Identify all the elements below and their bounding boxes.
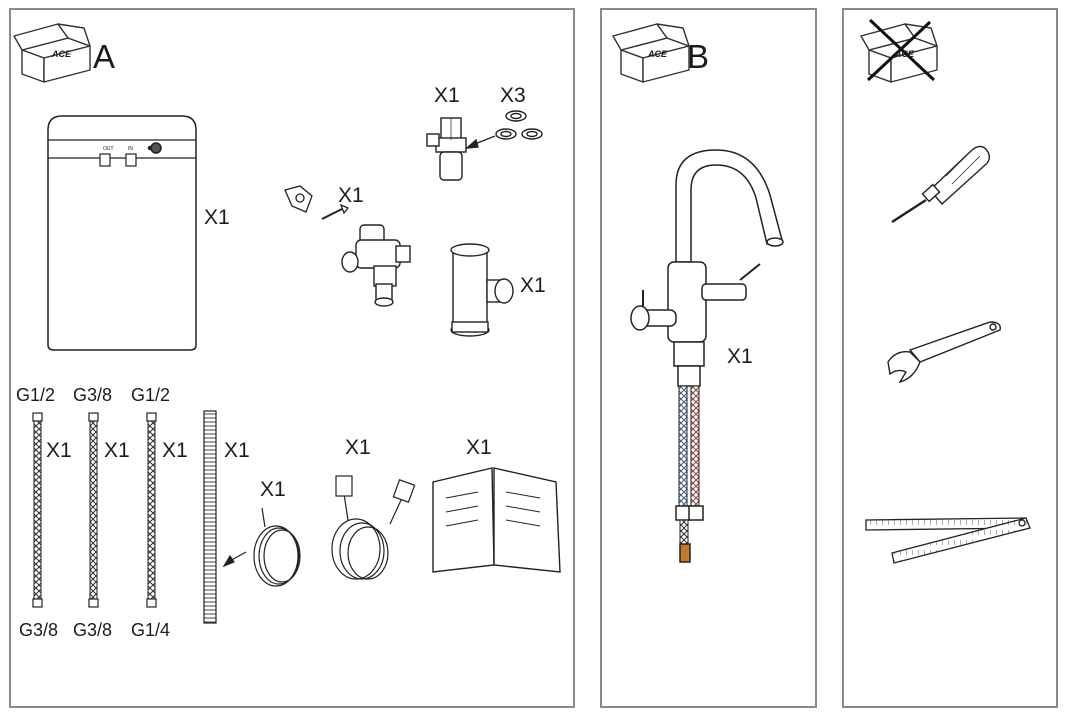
hose-1-top-thread: G1/2 [16, 385, 56, 405]
prefilter-qty: X1 [520, 274, 546, 297]
box-logo-a: ACE [52, 49, 72, 59]
angle-valve-drawing [426, 117, 467, 181]
faucet-drawing [630, 149, 784, 563]
drain-hose-qty: X1 [224, 439, 250, 462]
adjustable-wrench-drawing [887, 321, 1001, 384]
hose-1-drawing [32, 412, 43, 608]
filter-port-in: IN [128, 146, 133, 152]
box-icon-crossed [860, 18, 938, 83]
panel-a-letter: A [93, 38, 116, 75]
clip-and-screw-drawing [284, 185, 350, 220]
prefilter-drawing [450, 243, 514, 337]
filter-unit-drawing [47, 115, 197, 351]
manual-drawing [432, 467, 561, 573]
hose-3-drawing [146, 412, 157, 608]
hose-3-bottom-thread: G1/4 [131, 620, 171, 640]
hose-3-qty: X1 [162, 439, 188, 462]
panel-b-faucet [600, 8, 817, 708]
hose-2-bottom-thread: G3/8 [73, 620, 113, 640]
diverter-valve-drawing [341, 224, 411, 307]
folding-ruler-drawing [865, 517, 1031, 564]
leak-sensor-drawing [222, 507, 301, 587]
hose-1-qty: X1 [46, 439, 72, 462]
washers-drawing [464, 110, 543, 149]
box-logo-c: ACE [895, 49, 915, 59]
filter-port-out: OUT [103, 146, 114, 152]
power-cord-qty: X1 [345, 436, 371, 459]
screwdriver-drawing [891, 145, 991, 224]
box-icon-b [612, 23, 690, 83]
hose-2-top-thread: G3/8 [73, 385, 113, 405]
faucet-qty: X1 [727, 345, 753, 368]
washers-qty: X3 [500, 84, 526, 107]
hose-1-bottom-thread: G3/8 [19, 620, 59, 640]
manual-qty: X1 [466, 436, 492, 459]
drain-hose-drawing [203, 410, 217, 624]
panel-c-tools-not-included [842, 8, 1058, 708]
filter-unit-qty: X1 [204, 206, 230, 229]
box-logo-b: ACE [648, 49, 668, 59]
hose-3-top-thread: G1/2 [131, 385, 171, 405]
hose-2-drawing [88, 412, 99, 608]
panel-b-letter: B [687, 38, 710, 75]
hose-2-qty: X1 [104, 439, 130, 462]
box-icon-a [13, 23, 91, 83]
angle-valve-qty: X1 [434, 84, 460, 107]
power-cord-drawing [331, 475, 416, 580]
diverter-valve-qty: X1 [338, 184, 364, 207]
leak-sensor-qty: X1 [260, 478, 286, 501]
